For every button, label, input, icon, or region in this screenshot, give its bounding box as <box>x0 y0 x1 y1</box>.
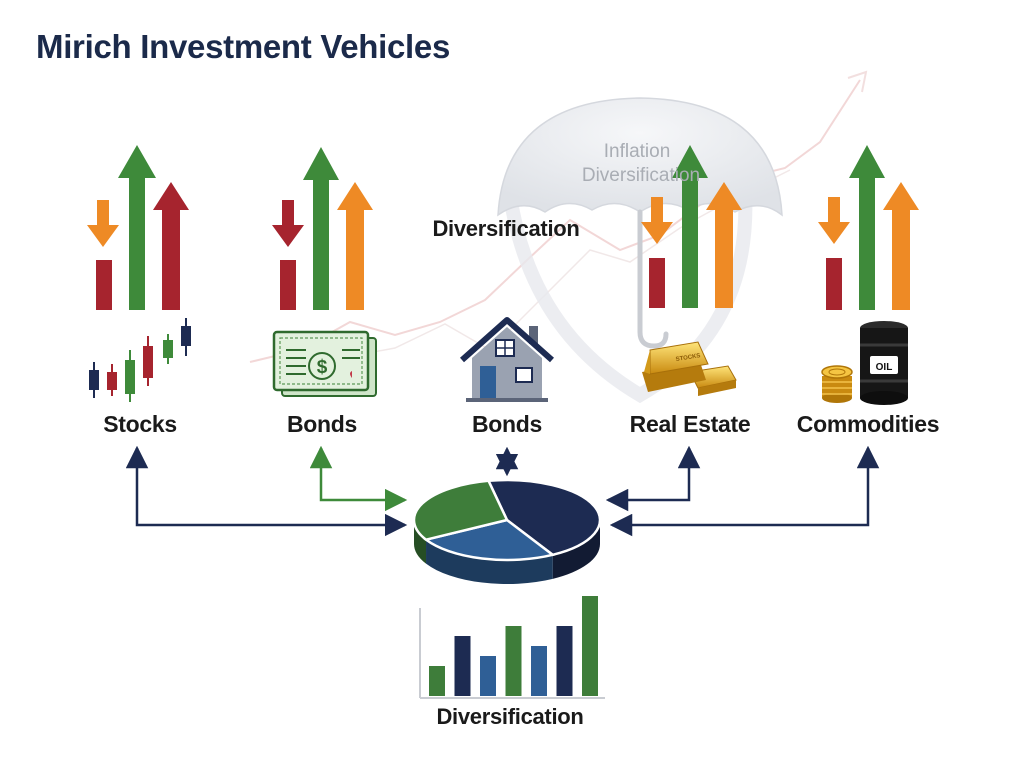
diversification-label-middle: Diversification <box>432 216 580 241</box>
page-title: Mirich Investment Vehicles <box>36 28 451 65</box>
stocks-arrows <box>87 145 189 310</box>
bonds-label-1: Bonds <box>286 411 358 437</box>
pie-chart <box>412 478 602 584</box>
stocks-connector <box>125 445 408 537</box>
umbrella-text-diversification: Diversification <box>581 165 701 186</box>
commodities-down-arrow <box>818 197 850 244</box>
bonds-arrows <box>272 147 373 310</box>
pie-slice-green <box>412 479 509 542</box>
real-estate-down-arrow <box>641 197 673 244</box>
coins-icon <box>821 365 853 403</box>
svg-text:$: $ <box>317 357 328 378</box>
stocks-red-base <box>96 260 112 310</box>
house-icon <box>460 317 554 402</box>
commodities-connector <box>609 445 880 537</box>
gold-bars-icon: STOCKS <box>642 341 737 396</box>
bar-7 <box>582 596 598 696</box>
pie-slice-blue <box>423 518 556 562</box>
diversification-bar-chart <box>419 596 605 699</box>
bar-3 <box>480 656 496 696</box>
candlestick-chart-icon <box>89 318 191 402</box>
commodities-arrows <box>818 145 919 310</box>
stocks-down-arrow <box>87 200 119 247</box>
bonds-label-2: Bonds <box>471 411 543 437</box>
bar-1 <box>429 666 445 696</box>
stocks-label: Stocks <box>103 411 177 437</box>
commodities-orange-up-arrow <box>883 182 919 310</box>
real-estate-connector <box>605 445 701 512</box>
barrel-label: OIL <box>876 362 893 373</box>
banknote-icon: $ <box>272 330 377 397</box>
real-estate-green-up-arrow <box>672 145 708 308</box>
bonds-green-up-arrow <box>303 147 339 310</box>
stocks-green-up-arrow <box>118 145 156 310</box>
commodities-label: Commodities <box>796 411 940 437</box>
pie-side-blue <box>426 539 553 584</box>
bonds-down-arrow <box>272 200 304 247</box>
bonds-connector <box>309 445 408 512</box>
pie-side-navy <box>552 520 600 579</box>
connector-arrows <box>125 445 880 537</box>
real-estate-arrows <box>641 145 742 308</box>
real-estate-red-base <box>649 258 665 308</box>
umbrella-text-inflation: Inflation <box>603 141 671 162</box>
commodities-red-base <box>826 258 842 310</box>
stocks-red-up-arrow <box>153 182 189 310</box>
oil-barrel-icon: OIL <box>860 321 908 405</box>
bar-2 <box>454 636 471 696</box>
bar-6 <box>556 626 573 696</box>
gold-bar-text: STOCKS <box>675 353 701 363</box>
real-estate-label: Real Estate <box>629 411 751 437</box>
real-estate-orange-up-arrow <box>706 182 742 308</box>
bar-4 <box>505 626 522 696</box>
pie-slice-navy <box>486 478 602 557</box>
bar-5 <box>531 646 547 696</box>
diversification-label-bottom: Diversification <box>436 704 584 729</box>
commodities-green-up-arrow <box>849 145 885 310</box>
bonds-orange-up-arrow <box>337 182 373 310</box>
bonds-red-base <box>280 260 296 310</box>
